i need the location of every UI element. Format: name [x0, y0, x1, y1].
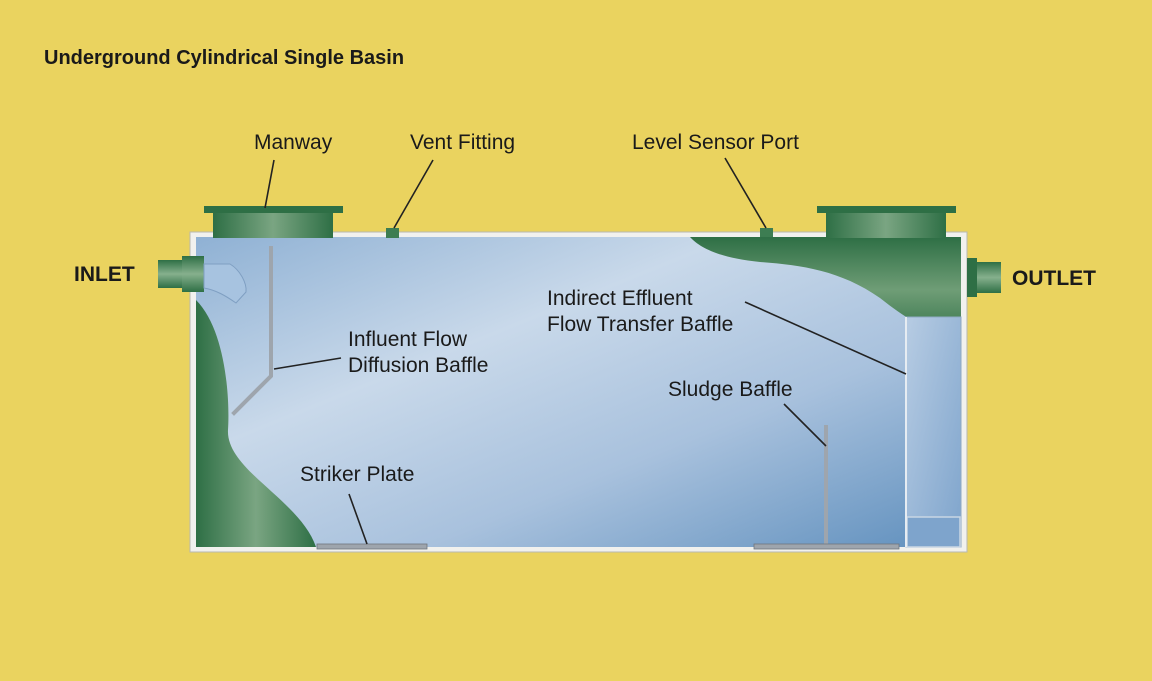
label-influent-line2: Diffusion Baffle [348, 354, 488, 377]
label-outlet: OUTLET [1012, 267, 1096, 290]
manway-right [817, 206, 956, 238]
outlet-pipe [967, 258, 1001, 297]
manway-left-riser [213, 211, 333, 238]
label-level-sensor-port: Level Sensor Port [632, 131, 799, 154]
tank-water [196, 237, 961, 547]
level-sensor-leader-line [724, 157, 767, 229]
label-influent-line1: Influent Flow [348, 328, 468, 351]
inlet-sludge-zone [196, 300, 316, 547]
manway-left-flange [204, 206, 343, 213]
vent-fitting-leader-line [393, 159, 434, 229]
striker-plate [316, 543, 428, 550]
manway-right-riser [826, 211, 946, 238]
level-sensor-nozzle [760, 228, 773, 237]
outlet-scum-zone [690, 237, 961, 343]
label-manway: Manway [254, 131, 333, 154]
tank [189, 231, 968, 553]
label-sludge-baffle: Sludge Baffle [668, 378, 793, 401]
inlet-elbow [203, 263, 247, 304]
vent-fitting-nozzle [386, 228, 399, 238]
manway-right-flange [817, 206, 956, 213]
label-vent-fitting: Vent Fitting [410, 131, 515, 154]
sludge-baffle-base-plate [753, 543, 900, 550]
manway-left [204, 206, 343, 238]
influent-baffle-leader-line [273, 357, 342, 370]
label-striker-plate: Striker Plate [300, 463, 414, 486]
striker-plate-leader-line [348, 493, 368, 545]
manway-leader-line [264, 159, 275, 209]
indirect-baffle-leader-line [744, 301, 907, 375]
inlet-pipe [158, 256, 247, 304]
label-indirect-line1: Indirect Effluent [547, 287, 693, 310]
label-indirect-line2: Flow Transfer Baffle [547, 313, 733, 336]
diagram-title: Underground Cylindrical Single Basin [44, 47, 404, 69]
outlet-chamber [905, 316, 962, 548]
inlet-pipe-collar [182, 256, 204, 292]
influent-diffusion-baffle [231, 246, 273, 416]
outlet-pipe-collar [967, 258, 977, 297]
outlet-chamber-opening [906, 516, 961, 548]
sludge-baffle-leader-line [783, 403, 827, 447]
label-inlet: INLET [74, 263, 135, 286]
